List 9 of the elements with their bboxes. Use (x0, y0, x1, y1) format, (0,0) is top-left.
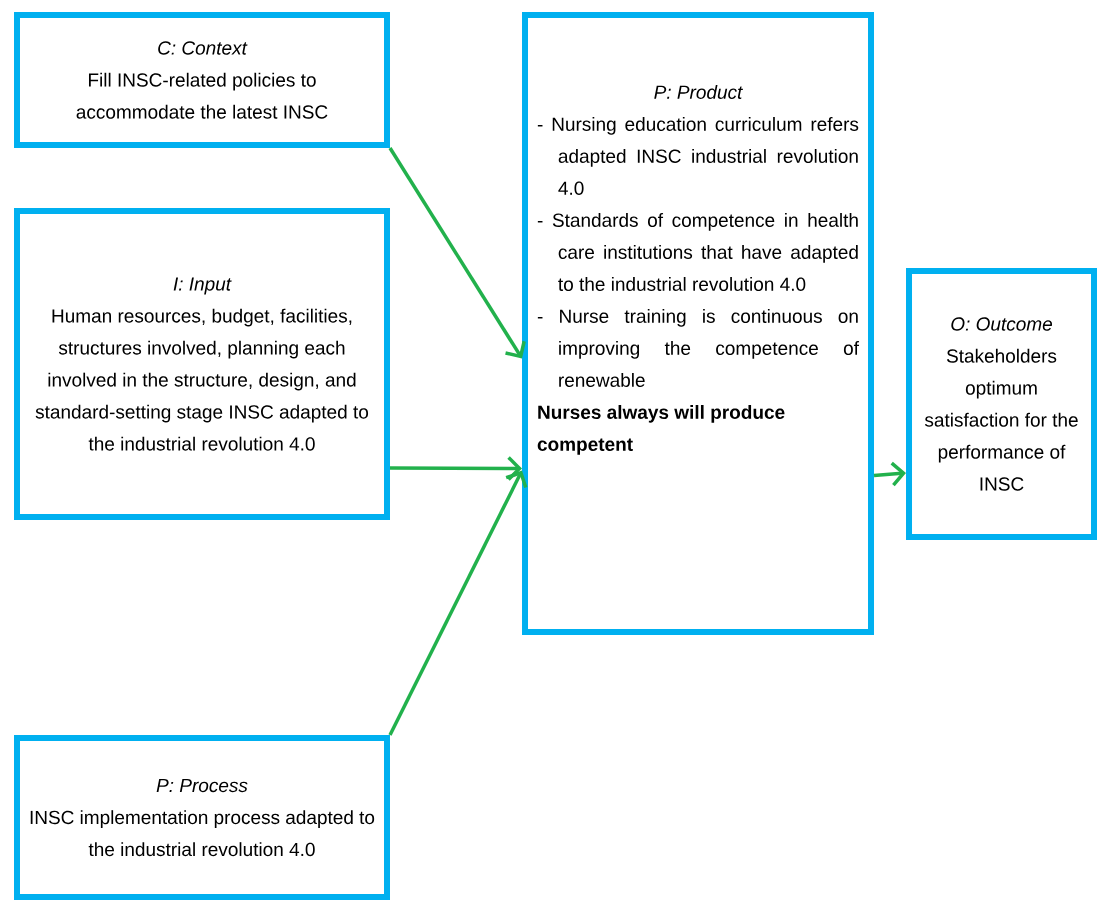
arrow (388, 470, 528, 736)
arrow (873, 461, 906, 487)
process-box: P: Process INSC implementation process adapted to the industrial revolution 4.0 (14, 735, 390, 900)
process-box: P: Product - Nursing education curriculum refers adapted INSC industrial revolution 4.0 - Standards of competence in health care institutions that have adapted to the industrial revolution 4.0 - Nurse training is continuous on improving the competence of renewable Nurses always will produce competent (522, 12, 874, 635)
arrow (388, 147, 526, 359)
process-box: C: Context Fill INSC-related policies to accommodate the latest INSC (14, 12, 390, 148)
arrow (390, 456, 522, 481)
process-box: I: Input Human resources, budget, facilities, structures involved, planning each involved in the structure, design, and standard-setting stage INSC adapted to the industrial revolution 4.0 (14, 208, 390, 520)
process-box: O: Outcome Stakeholders optimum satisfaction for the performance of INSC (906, 268, 1097, 540)
